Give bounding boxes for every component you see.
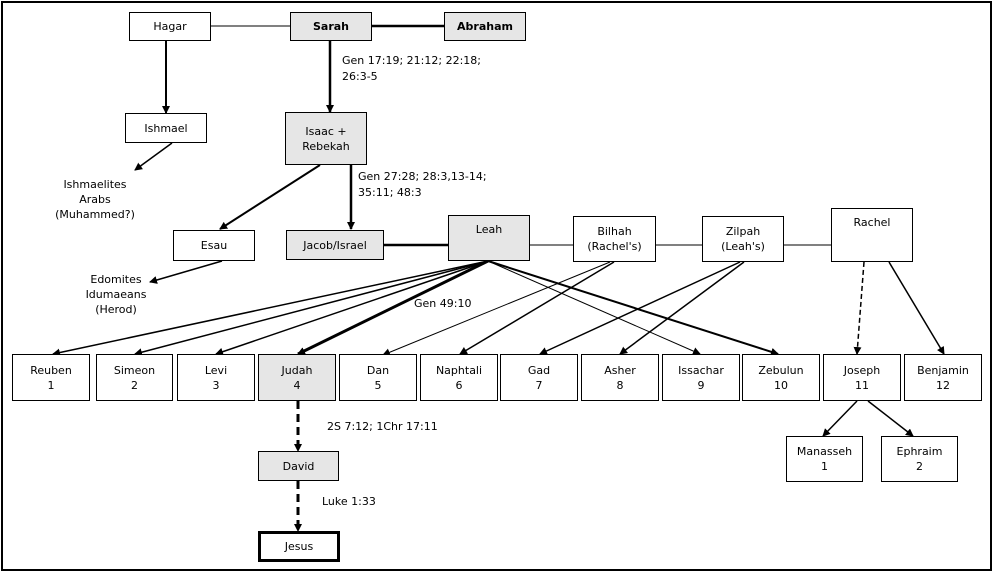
- rachel-label: Rachel: [853, 216, 891, 229]
- tribe-issachar: Issachar 9: [662, 354, 740, 401]
- abraham-label: Abraham: [457, 20, 513, 33]
- isaac-label-line2: Rebekah: [302, 139, 350, 153]
- tribe-joseph: Joseph 11: [823, 354, 901, 401]
- david-label: David: [282, 459, 315, 473]
- joseph-ephraim-arrow: [867, 400, 914, 437]
- tribe-benjamin: Benjamin 12: [904, 354, 982, 401]
- leah-levi-arrow: [215, 260, 489, 356]
- isaac-rebekah-node: Isaac + Rebekah: [285, 112, 367, 165]
- ishmael-node: Ishmael: [125, 113, 207, 143]
- rachel-benjamin-arrow: [888, 261, 945, 355]
- son-number: 2: [916, 460, 923, 473]
- ishmael-label: Ishmael: [144, 121, 188, 135]
- tribe-name: Levi: [204, 363, 228, 377]
- jesus-reference: Luke 1:33: [322, 495, 376, 508]
- david-reference: 2S 7:12; 1Chr 17:11: [327, 420, 438, 433]
- tribe-number: 2: [131, 378, 138, 392]
- tribe-zebulun: Zebulun 10: [742, 354, 820, 401]
- tribe-levi: Levi 3: [177, 354, 255, 401]
- rachel-node: Rachel: [831, 208, 913, 262]
- tribe-dan: Dan 5: [339, 354, 417, 401]
- bilhah-label-line1: Bilhah: [597, 225, 632, 238]
- sarah-label: Sarah: [312, 20, 350, 33]
- joseph-manasseh-arrow: [822, 400, 858, 437]
- bilhah-dan-arrow: [382, 261, 611, 357]
- tribe-number: 5: [374, 378, 382, 392]
- tribe-number: 4: [293, 378, 301, 392]
- zilpah-label-line2: (Leah's): [721, 240, 765, 253]
- sarah-node: Sarah: [290, 12, 372, 41]
- tribe-naphtali: Naphtali 6: [420, 354, 498, 401]
- tribe-name: Benjamin: [917, 363, 969, 377]
- hagar-label: Hagar: [153, 20, 187, 33]
- zilpah-gad-arrow: [539, 261, 741, 355]
- tribe-number: 7: [535, 378, 543, 392]
- tribe-name: Gad: [527, 363, 551, 377]
- leah-reuben-arrow: [52, 260, 489, 357]
- tribe-name: Issachar: [678, 363, 724, 377]
- tribe-reuben: Reuben 1: [12, 354, 90, 401]
- bilhah-naphtali-arrow: [459, 261, 615, 355]
- tribe-name: Simeon: [113, 363, 156, 377]
- tribe-asher: Asher 8: [581, 354, 659, 401]
- leah-zebulun-arrow: [487, 260, 779, 356]
- tribe-judah: Judah 4: [258, 354, 336, 401]
- tribe-name: Naphtali: [435, 363, 483, 377]
- zilpah-node: Zilpah (Leah's): [702, 216, 784, 262]
- tribe-name: Joseph: [843, 363, 881, 377]
- son-name: Manasseh: [796, 445, 853, 458]
- jesus-node: Jesus: [258, 531, 340, 562]
- rachel-joseph-arrow: [853, 261, 865, 355]
- manasseh-node: Manasseh 1: [786, 436, 863, 482]
- tribe-number: 10: [774, 378, 788, 392]
- jacob-label: Jacob/Israel: [303, 238, 367, 252]
- ishmael-ishmaelites-arrow: [134, 142, 173, 171]
- bilhah-node: Bilhah (Rachel's): [573, 216, 656, 262]
- esau-label: Esau: [200, 239, 228, 252]
- tribe-name: Zebulun: [758, 363, 804, 377]
- tribe-number: 12: [936, 378, 950, 392]
- leah-node: Leah: [448, 215, 530, 261]
- tribe-number: 1: [47, 378, 55, 392]
- zilpah-label-line1: Zilpah: [725, 225, 761, 238]
- tribe-name: Reuben: [30, 363, 72, 377]
- abraham-node: Abraham: [444, 12, 526, 41]
- isaac-esau-arrow: [219, 164, 321, 230]
- son-number: 1: [821, 460, 828, 473]
- leah-label: Leah: [475, 223, 503, 236]
- jacob-reference: Gen 27:28; 28:3,13-14; 35:11; 48:3: [358, 170, 487, 199]
- tribe-number: 3: [212, 378, 220, 392]
- jacob-israel-node: Jacob/Israel: [286, 230, 384, 260]
- zilpah-asher-arrow: [619, 261, 745, 355]
- david-node: David: [258, 451, 339, 481]
- tribe-name: Judah: [281, 363, 313, 377]
- leah-simeon-arrow: [134, 260, 489, 357]
- bilhah-label-line2: (Rachel's): [587, 240, 642, 253]
- tribe-name: Dan: [366, 363, 390, 377]
- ishmaelites-text: Ishmaelites Arabs (Muhammed?): [55, 178, 135, 221]
- tribe-simeon: Simeon 2: [96, 354, 173, 401]
- son-name: Ephraim: [896, 445, 943, 458]
- tribe-number: 11: [855, 378, 869, 392]
- tribe-number: 9: [697, 378, 705, 392]
- isaac-reference: Gen 17:19; 21:12; 22:18; 26:3-5: [342, 54, 481, 83]
- edomites-text: Edomites Idumaeans (Herod): [85, 273, 147, 316]
- tribe-name: Asher: [604, 363, 636, 377]
- jesus-label: Jesus: [284, 540, 314, 553]
- tribe-gad: Gad 7: [500, 354, 578, 401]
- leah-judah-arrow: [297, 259, 489, 356]
- esau-node: Esau: [173, 230, 255, 261]
- leah-issachar-arrow: [487, 260, 701, 355]
- ephraim-node: Ephraim 2: [881, 436, 958, 482]
- tribe-number: 8: [616, 378, 624, 392]
- hagar-node: Hagar: [129, 12, 211, 41]
- judah-reference: Gen 49:10: [414, 297, 472, 310]
- isaac-label-line1: Isaac +: [305, 124, 347, 138]
- esau-edomites-arrow: [149, 260, 223, 284]
- tribe-number: 6: [455, 378, 463, 392]
